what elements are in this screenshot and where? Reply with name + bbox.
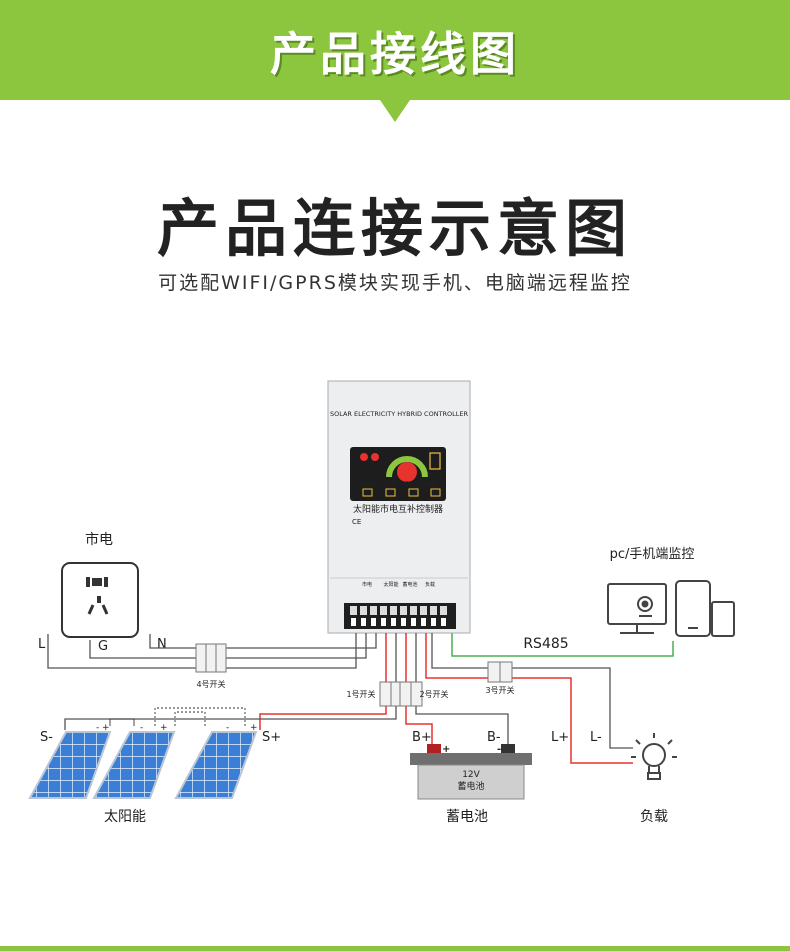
battery-positive-wire	[405, 633, 433, 744]
controller-brand-line: SOLAR ELECTRICITY HYBRID CONTROLLER	[330, 410, 469, 418]
terminal-screws	[350, 606, 447, 615]
banner-arrow	[380, 100, 410, 122]
status-led-icon	[360, 453, 368, 461]
grid-n-label: N	[157, 637, 167, 652]
solar-panel-icon	[174, 731, 258, 799]
terminal-label-battery: 蓄电池	[402, 581, 417, 588]
banner-title: 产品接线图	[270, 27, 520, 81]
footer-line	[0, 946, 790, 951]
solar-pos-label: S+	[262, 730, 281, 745]
load-positive-wire	[425, 633, 633, 764]
mode-button-icon	[429, 452, 441, 470]
ce-mark: CE	[352, 518, 361, 526]
panel-1-minus: -	[96, 723, 99, 733]
solar-positive-wire	[259, 633, 387, 730]
mode-label: MODE	[427, 473, 442, 479]
monitor-title: pc/手机端监控	[610, 547, 695, 562]
header-banner: 产品接线图	[0, 0, 790, 100]
terminal-label-grid: 市电	[362, 581, 372, 588]
terminal-label-solar: 太阳能	[383, 581, 398, 588]
battery-minus-mark: -	[497, 744, 501, 755]
battery-indicator-icon	[408, 488, 419, 497]
battery-neg-label: B-	[487, 730, 501, 745]
rs485-label: RS485	[523, 636, 568, 652]
load-neg-label: L-	[590, 730, 602, 745]
solar-title: 太阳能	[104, 809, 146, 825]
controller-name: 太阳能市电互补控制器	[353, 503, 443, 515]
panel-1-plus: +	[102, 723, 110, 733]
load-title: 负载	[640, 809, 668, 825]
solar-panel-icon	[28, 731, 112, 799]
switch-4-icon	[195, 643, 227, 673]
load-indicator-icon	[430, 488, 441, 497]
battery-negative-wire	[415, 633, 509, 744]
panel-2-plus: +	[160, 723, 168, 733]
grid-g-label: G	[98, 639, 108, 654]
panel-2-minus: -	[140, 723, 143, 733]
switch-4-label: 4号开关	[196, 679, 225, 689]
solar-indicator-icon	[362, 488, 373, 497]
control-knob-icon	[397, 462, 417, 482]
battery-title: 蓄电池	[446, 809, 488, 825]
gauge-arc-icon	[386, 456, 428, 478]
battery-plus-mark: +	[442, 744, 450, 755]
grid-title: 市电	[85, 531, 113, 548]
solar-neg-label: S-	[40, 730, 53, 745]
page-title: 产品连接示意图	[156, 192, 633, 265]
switch-3-label: 3号开关	[485, 685, 514, 695]
panel-interconnects	[109, 707, 246, 726]
battery-voltage: 12V	[462, 770, 480, 780]
panel-3-plus: +	[250, 723, 258, 733]
light-bulb-icon	[631, 733, 677, 780]
terminal-label-load: 负载	[425, 581, 435, 588]
terminal-contacts	[351, 618, 446, 626]
page-subtitle: 可选配WIFI/GPRS模块实现手机、电脑端远程监控	[158, 272, 632, 294]
controller-case	[327, 380, 471, 634]
grid-indicator-icon	[385, 488, 396, 497]
battery-pos-label: B+	[412, 730, 432, 745]
switch-1-label: 1号开关	[346, 689, 375, 699]
phone-icon	[675, 580, 735, 637]
switch-3-icon	[487, 661, 513, 683]
solar-panel-icon	[92, 731, 176, 799]
battery-body-label: 蓄电池	[457, 780, 484, 792]
panel-3-minus: -	[226, 723, 229, 733]
status-led-icon	[371, 453, 379, 461]
panel-label: SOLAR POWER CONTROLLER	[358, 481, 438, 487]
controller: SOLAR ELECTRICITY HYBRID CONTROLLER MODE…	[327, 380, 471, 634]
switch-1-icon	[379, 681, 403, 707]
pc-monitor-icon	[607, 583, 667, 634]
wall-socket-icon	[61, 562, 139, 638]
switch-2-label: 2号开关	[419, 689, 448, 699]
grid-l-label: L	[38, 637, 46, 652]
switch-2-icon	[399, 681, 423, 707]
load-pos-label: L+	[551, 730, 569, 745]
rs485-wire	[451, 633, 674, 657]
load-negative-wire	[431, 633, 633, 749]
battery-icon	[410, 744, 532, 800]
solar-negative-wire	[64, 633, 397, 730]
